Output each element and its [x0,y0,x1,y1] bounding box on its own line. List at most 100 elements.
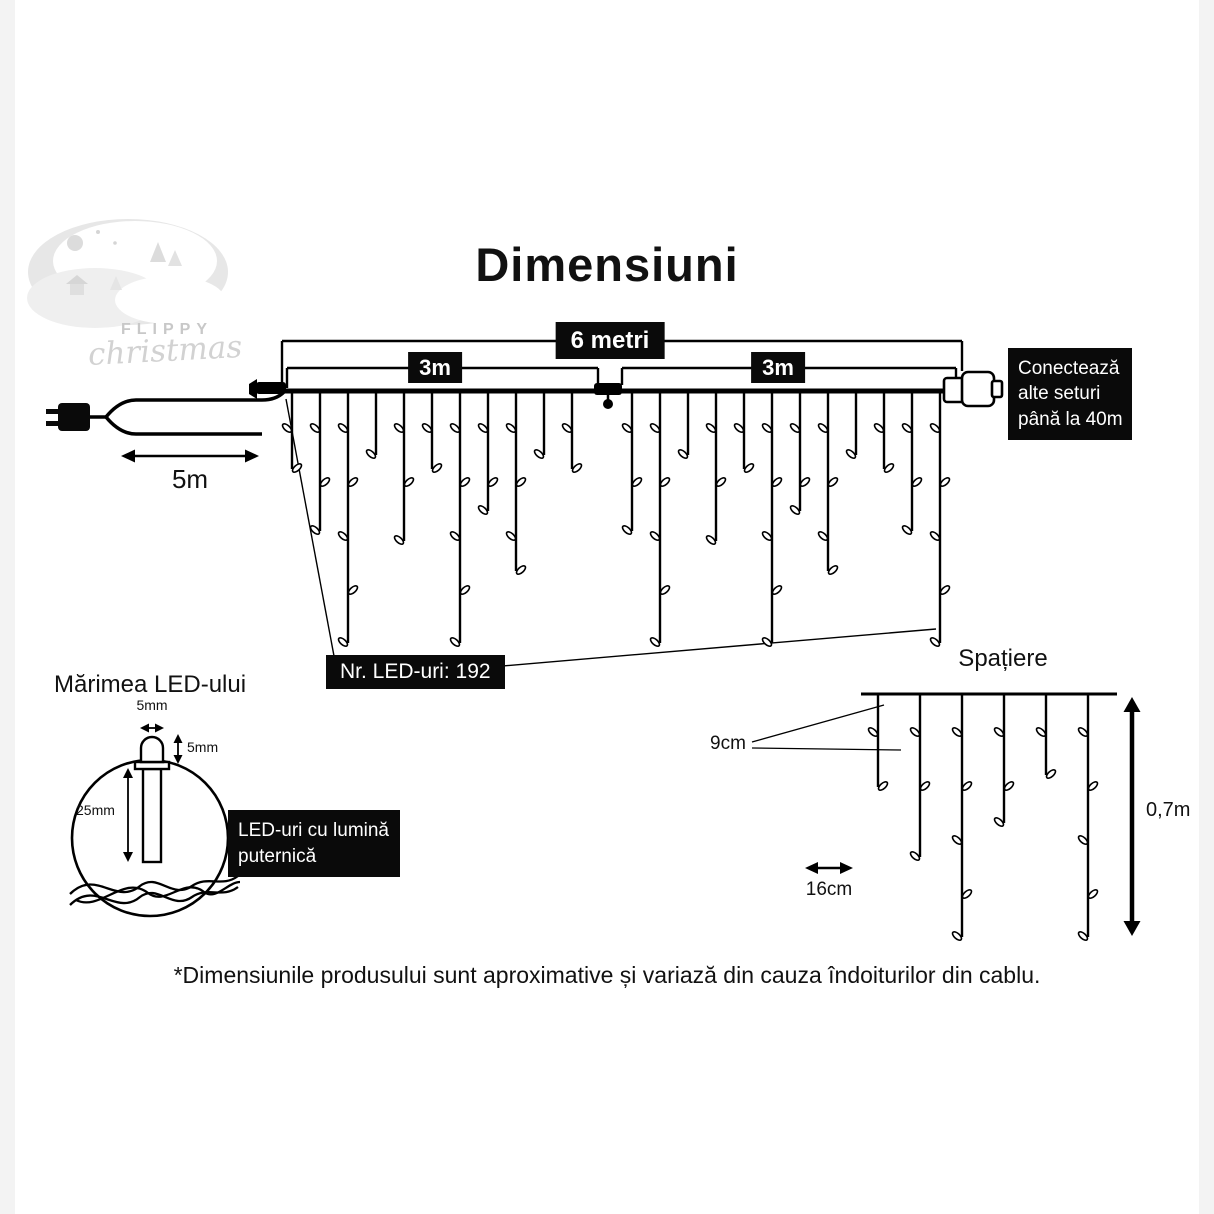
led-bulb-icon [649,637,661,647]
led-note-line: LED-uri cu lumină [238,820,389,841]
led-bulb-icon [505,531,517,541]
led-bulb-icon [281,423,293,433]
led-bulb-icon [621,525,633,535]
led-note-line: puternică [238,845,317,867]
led-bulb-icon [961,781,973,791]
led-count-badge: Nr. LED-uri: 192 [326,655,505,689]
led-bulb-icon [533,449,545,459]
led-bulb-icon [761,531,773,541]
icicle-strand [421,391,443,473]
led-bulb-icon [319,477,331,487]
led-bulb-icon [939,585,951,595]
led-bulb-icon [929,637,941,647]
icicle-strand [393,391,415,545]
led-bulb-icon [1077,835,1089,845]
led-bulb-icon [911,477,923,487]
led-body-height-label: 25mm [76,802,115,818]
connect-note-line: alte seturi [1018,383,1101,405]
led-bulb-icon [1087,889,1099,899]
icicle-strand [867,695,889,791]
connect-note-line: până la 40m [1018,408,1123,430]
led-bulb-icon [649,423,661,433]
icicle-strand [761,391,783,647]
led-bulb-icon [901,423,913,433]
led-bulb-icon [909,851,921,861]
led-bulb-icon [761,423,773,433]
icicle-strand [817,391,839,575]
connect-note-badge: Conectează alte seturi până la 40m [1008,348,1132,440]
logo-brand-text: FLIPPY [121,321,214,338]
icicle-strand [281,391,303,473]
led-bulb-icon [867,727,879,737]
led-bulb-icon [659,585,671,595]
icicle-strand [909,695,931,861]
led-bulb-icon [873,423,885,433]
led-bulb-icon [883,463,895,473]
led-bulb-icon [449,423,461,433]
icicle-strand [621,391,643,535]
spacing-heading: Spațiere [958,645,1048,672]
led-bulb-icon [743,463,755,473]
led-bulb-icon [939,477,951,487]
led-bulb-icon [291,463,303,473]
icicle-strand [505,391,527,575]
led-bulb-icon [771,585,783,595]
led-bulb-icon [961,889,973,899]
led-size-heading: Mărimea LED-ului [54,671,247,698]
led-bulb-icon [631,477,643,487]
vertical-spacing-label: 9cm [710,733,746,754]
strand-length-label: 0,7m [1146,799,1191,821]
led-bulb-icon [1077,727,1089,737]
led-bulb-icon [309,423,321,433]
led-bulb-icon [649,531,661,541]
moon-icon [67,235,83,251]
led-bulb-icon [951,835,963,845]
icicle-strand [449,391,471,647]
led-bulb-icon [337,423,349,433]
led-bulb-icon [1077,931,1089,941]
led-bulb-drawing [133,735,171,864]
icicle-strand [677,391,690,459]
icicle-strand [1077,695,1099,941]
horizontal-spacing-label: 16cm [805,879,853,900]
icicle-strand [1035,695,1057,779]
led-bulb-icon [733,423,745,433]
led-bulb-icon [459,477,471,487]
icicle-strand [705,391,727,545]
led-bulb-icon [715,477,727,487]
end-connector-icon [942,370,1004,408]
icicle-strand [789,391,811,515]
led-bulb-icon [1035,727,1047,737]
wire-clamps [249,379,622,409]
led-size-diagram [69,723,241,918]
led-bulb-icon [659,477,671,487]
logo-illustration [27,219,228,328]
led-bulb-icon [431,463,443,473]
led-bulb-icon [761,637,773,647]
led-bulb-icon [393,423,405,433]
vertical-spacing-pointers [751,704,902,751]
led-bulb-icon [771,477,783,487]
left-half-length-badge: 3m [408,352,462,383]
led-bulb-icon [1087,781,1099,791]
led-bulb-icon [347,477,359,487]
led-bulb-icon [909,727,921,737]
led-bulb-icon [487,477,499,487]
led-bulb-icon [459,585,471,595]
led-bulb-icon [817,531,829,541]
led-bulb-icon [477,505,489,515]
led-width-label: 5mm [136,697,168,713]
led-bulb-icon [309,525,321,535]
led-bulb-icon [827,477,839,487]
power-plug-icon [46,403,90,431]
led-bulb-icon [561,423,573,433]
led-bulb-icon [993,817,1005,827]
led-count-pointers [285,398,937,669]
connect-note-line: Conectează [1018,358,1120,379]
icicle-strand [901,391,923,535]
led-bulb-icon [515,565,527,575]
led-bulb-icon [789,505,801,515]
spacing-diagram [751,692,1141,936]
